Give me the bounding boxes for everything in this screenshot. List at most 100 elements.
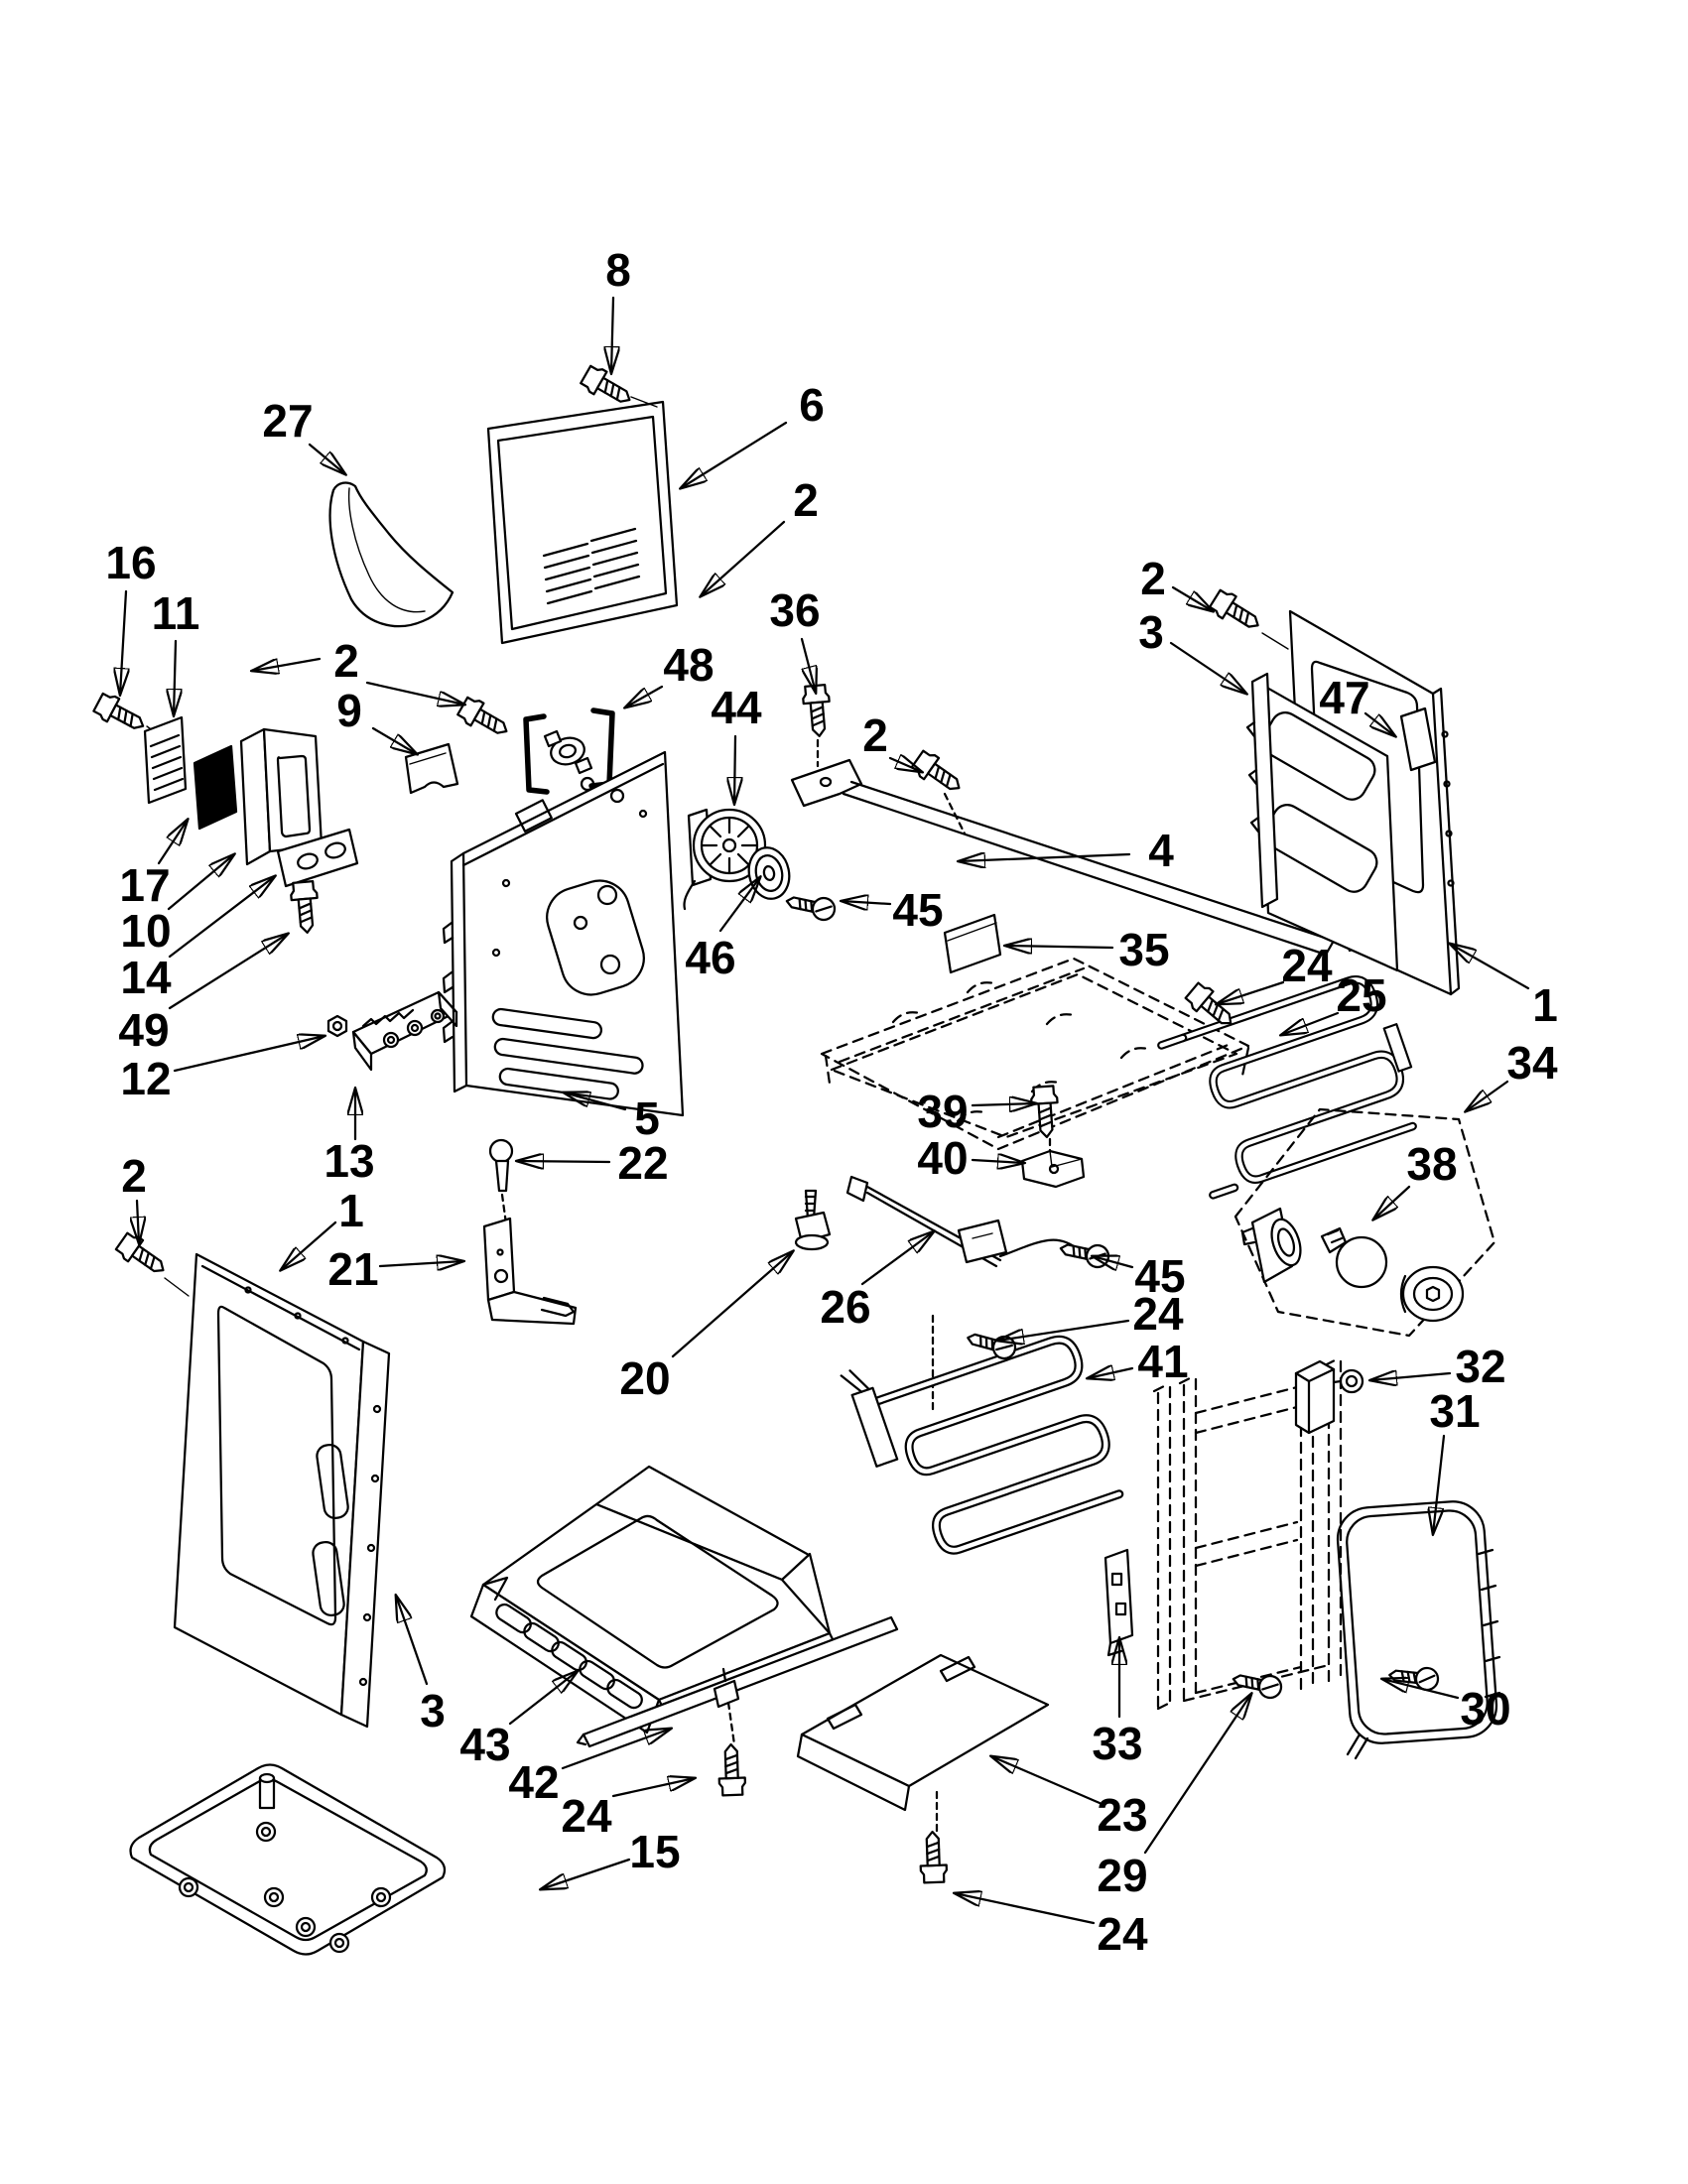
leader-line-2 [137, 1199, 139, 1243]
leader-line-20 [671, 1251, 793, 1358]
callout-label-2-29: 2 [121, 1150, 147, 1202]
leader-line-2 [365, 681, 464, 705]
part-label-plate-47 [1399, 707, 1437, 772]
leader-line-47 [1363, 711, 1395, 736]
part-probe-26 [845, 1175, 1112, 1271]
part-broil-element-25 [1157, 975, 1417, 1200]
callout-label-16-5: 16 [105, 537, 156, 588]
leader-line-32 [1370, 1373, 1452, 1380]
callout-label-20-41: 20 [619, 1352, 670, 1404]
callout-label-2-12: 2 [1140, 553, 1166, 604]
leader-line-26 [860, 1231, 934, 1286]
leader-line-25 [1281, 1011, 1340, 1035]
leader-line-2 [252, 657, 322, 671]
part-louver-plate-11 [143, 715, 188, 805]
part-screw-39-clip-40 [1020, 1084, 1086, 1189]
callout-label-24-39: 24 [1132, 1288, 1184, 1340]
leader-line-27 [308, 443, 345, 474]
callout-label-23-50: 23 [1097, 1789, 1147, 1841]
leader-line-22 [517, 1161, 611, 1162]
leader-line-41 [1088, 1368, 1134, 1378]
callout-label-9-8: 9 [336, 685, 362, 736]
part-cover-35 [943, 913, 1002, 974]
callout-label-31-43: 31 [1429, 1385, 1480, 1437]
callout-label-35-23: 35 [1118, 924, 1169, 975]
part-bottom-pan-15 [129, 1763, 447, 1956]
part-screw-49 [289, 879, 322, 936]
callout-label-8-0: 8 [605, 244, 631, 296]
leader-line-49 [168, 934, 288, 1010]
callout-label-45-21: 45 [892, 884, 943, 936]
part-light-kit-34 [1234, 1107, 1496, 1338]
part-screw-45a [783, 889, 839, 924]
leader-line-17 [157, 820, 188, 865]
part-main-top-43 [469, 1465, 838, 1734]
leader-line-12 [173, 1036, 325, 1073]
callout-label-38-28: 38 [1406, 1138, 1457, 1190]
leader-line-6 [681, 421, 788, 488]
part-hinge-bracket-21 [482, 1217, 578, 1326]
part-bake-element-41 [840, 1314, 1124, 1555]
callout-label-12-19: 12 [120, 1053, 171, 1104]
leader-line-38 [1373, 1185, 1411, 1220]
leader-line-16 [120, 589, 126, 695]
part-vent-panel-6 [486, 400, 679, 645]
callout-label-24-52: 24 [1097, 1908, 1148, 1960]
hidden-rear-frame [1104, 1357, 1343, 1711]
callout-label-42-46: 42 [508, 1756, 559, 1808]
callout-label-22-34: 22 [617, 1137, 668, 1189]
part-leveling-foot-20 [794, 1189, 832, 1251]
leader-line-31 [1433, 1434, 1446, 1534]
leader-line-23 [991, 1756, 1102, 1805]
callout-label-32-42: 32 [1455, 1341, 1505, 1392]
callout-label-30-53: 30 [1460, 1683, 1510, 1734]
part-screw-16 [90, 690, 151, 739]
callout-label-47-14: 47 [1319, 672, 1369, 723]
leader-line-2 [1171, 585, 1213, 611]
part-rear-panel-5 [442, 750, 685, 1117]
part-screw-24b [964, 1326, 1019, 1362]
leader-line-45 [1093, 1256, 1134, 1267]
callout-label-48-9: 48 [663, 639, 714, 691]
callout-label-41-40: 41 [1137, 1336, 1188, 1387]
leader-line-36 [800, 637, 816, 693]
part-screw-2f [113, 1229, 172, 1282]
callout-label-11-6: 11 [152, 587, 200, 639]
part-edge-strip [1245, 672, 1279, 909]
callout-label-39-35: 39 [917, 1086, 968, 1137]
callout-label-10-16: 10 [120, 905, 171, 957]
callout-label-3-44: 3 [420, 1685, 446, 1736]
part-screw-24c [716, 1742, 747, 1797]
leader-line-34 [1466, 1080, 1509, 1111]
leader-line-15 [541, 1858, 631, 1889]
callout-label-33-49: 33 [1092, 1718, 1142, 1769]
part-pin-22 [488, 1138, 514, 1240]
callout-label-1-31: 1 [338, 1185, 364, 1236]
part-grommet-32 [1332, 1368, 1364, 1394]
leader-line-42 [561, 1729, 671, 1770]
right-panel-assembly [1207, 586, 1461, 996]
part-screw-36 [801, 683, 834, 739]
part-side-panel-1-left [113, 1229, 391, 1729]
callout-label-2-11: 2 [862, 709, 888, 761]
part-handle-bracket-27 [328, 481, 454, 628]
light-bulb-38 [1320, 1226, 1388, 1289]
callout-label-24-24: 24 [1281, 940, 1333, 991]
callout-label-21-32: 21 [327, 1243, 378, 1295]
callout-label-36-4: 36 [769, 584, 820, 636]
callout-label-3-13: 3 [1138, 606, 1164, 658]
leader-line-43 [508, 1671, 578, 1726]
leader-line-48 [625, 685, 664, 707]
leader-line-24 [1217, 980, 1285, 1004]
callout-label-49-18: 49 [118, 1004, 169, 1056]
leader-line-3 [1169, 641, 1246, 694]
leader-line-2 [701, 520, 786, 596]
part-screw-39 [1029, 1084, 1062, 1139]
callout-label-34-27: 34 [1506, 1037, 1558, 1089]
part-plate-14 [276, 828, 359, 888]
leader-line-39 [971, 1103, 1036, 1105]
frame-top-bracket [1294, 1359, 1336, 1435]
leader-line-45 [842, 901, 892, 904]
